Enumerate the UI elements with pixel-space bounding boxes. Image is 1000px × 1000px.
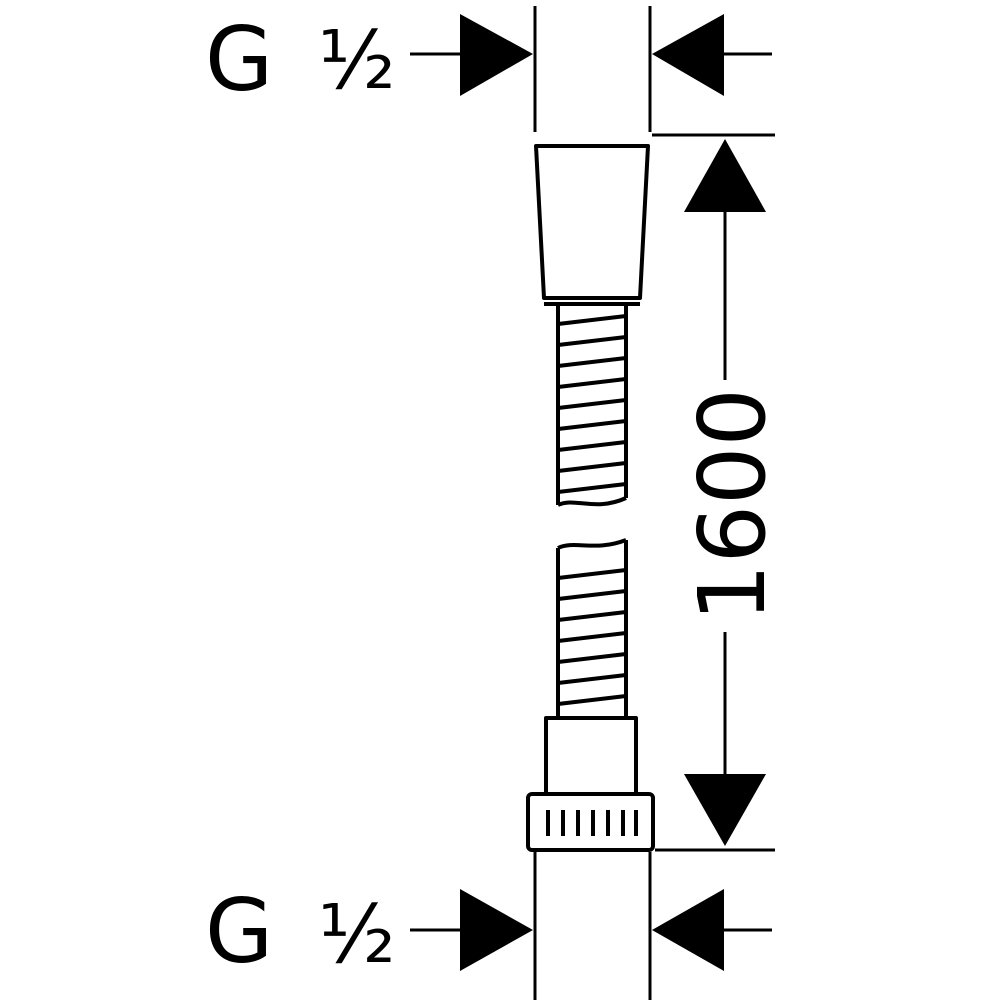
hose-coil-stripe	[557, 568, 627, 580]
bottom-thread-dimension-lines	[410, 852, 772, 1000]
up-dimension-arrow	[684, 139, 766, 212]
bottom-sleeve	[544, 716, 638, 796]
hose-coil-stripe	[557, 335, 627, 347]
top-thread-size-label: ½	[318, 14, 396, 107]
hose-coil-stripe	[557, 377, 627, 389]
hose-body	[526, 144, 655, 852]
length-dimension: 1600	[652, 133, 786, 852]
bottom-right-dimension-arrow	[652, 889, 724, 971]
hose-coil-stripe	[557, 631, 627, 643]
upper-hose-coils	[557, 314, 627, 494]
down-dimension-arrow	[684, 774, 766, 846]
upper-hose-segment	[556, 304, 628, 507]
hose-coil-stripe	[557, 652, 627, 664]
top-thread-dimension-lines	[410, 6, 772, 132]
lower-hose-coils	[557, 568, 627, 706]
hose-coil-stripe	[557, 694, 627, 706]
hose-coil-stripe	[557, 440, 627, 452]
top-thread-dimension: G ½	[205, 6, 772, 132]
hose-coil-stripe	[557, 314, 627, 326]
hose-coil-stripe	[557, 461, 627, 473]
bottom-thread-dimension: G ½	[205, 852, 772, 1000]
hose-coil-stripe	[557, 610, 627, 622]
bottom-knurled-nut	[526, 792, 655, 852]
hose-coil-stripe	[557, 419, 627, 431]
hose-coil-stripe	[557, 482, 627, 494]
top-right-dimension-arrow	[652, 14, 724, 96]
top-thread-g-label: G	[205, 8, 273, 111]
top-left-dimension-arrow	[460, 14, 533, 96]
bottom-left-dimension-arrow	[460, 889, 533, 971]
bottom-thread-size-label: ½	[318, 888, 396, 981]
hose-coil-stripe	[557, 589, 627, 601]
length-label: 1600	[679, 388, 786, 622]
knurl-marks	[546, 810, 638, 836]
top-conical-nut	[534, 144, 650, 300]
bottom-thread-g-label: G	[205, 880, 273, 983]
hose-coil-stripe	[557, 398, 627, 410]
hose-coil-stripe	[557, 673, 627, 685]
hose-coil-stripe	[557, 356, 627, 368]
lower-hose-segment	[556, 538, 628, 718]
